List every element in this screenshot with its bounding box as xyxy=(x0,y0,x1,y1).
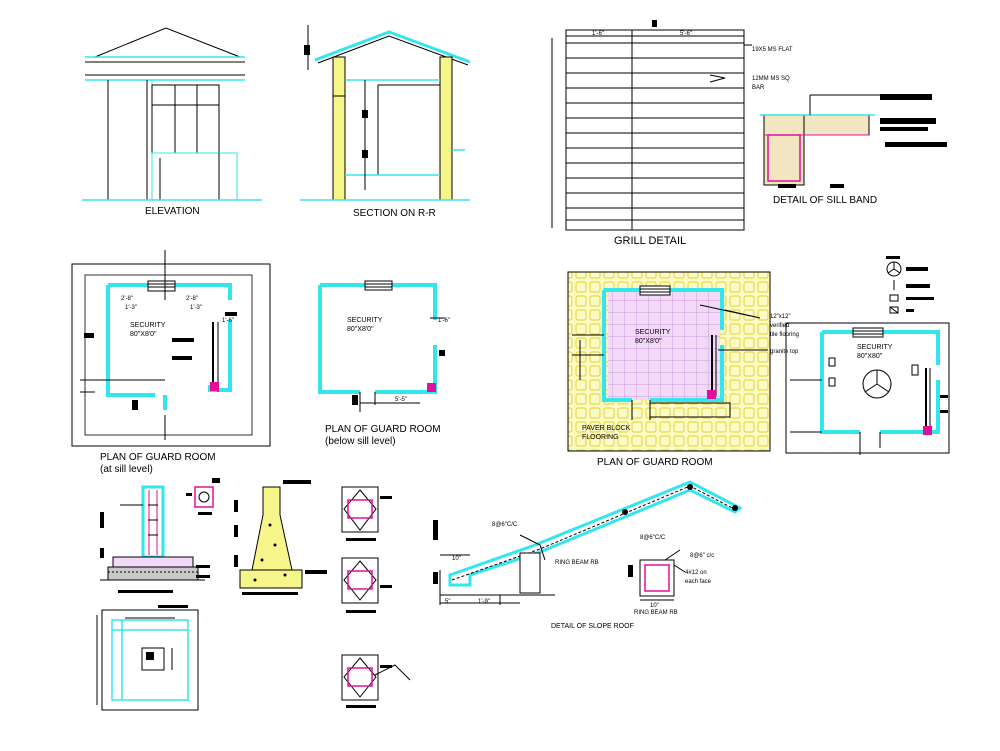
granite-note: granite top xyxy=(770,349,799,355)
tile-note-3: tile flooring xyxy=(770,332,799,338)
plan-floor-room-label: SECURITY xyxy=(635,329,671,336)
paver-note-1: PAVER BLOCK xyxy=(582,425,631,432)
grill-dim-left: 1'-6" xyxy=(592,31,604,37)
roof-bar-d-2: each face xyxy=(685,579,712,585)
slope-roof-title: DETAIL OF SLOPE ROOF xyxy=(551,623,634,630)
tile-note-2: verified xyxy=(770,323,789,329)
plan-below-sill xyxy=(318,280,445,412)
paver-note-2: FLOORING xyxy=(582,434,619,441)
section-title: SECTION ON R-R xyxy=(353,208,436,219)
footing-section xyxy=(100,485,210,593)
plan-floor-room-size: 80"X8'0" xyxy=(635,338,662,345)
plan-below-room-label: SECURITY xyxy=(347,317,383,324)
plan-sill-dim-5: 1'-6" xyxy=(222,318,234,324)
sill-band-detail xyxy=(760,94,947,188)
plan-below-title: PLAN OF GUARD ROOM xyxy=(325,424,441,435)
roof-ring-beam-1: RING BEAM RB xyxy=(555,560,599,566)
plan-sill-room-label: SECURITY xyxy=(130,322,166,329)
grill-flat-note: 19X5 MS FLAT xyxy=(752,47,793,53)
roof-bar-a: 8@6"C/C xyxy=(492,522,518,528)
section-view xyxy=(300,25,471,201)
plan-floor-title: PLAN OF GUARD ROOM xyxy=(597,457,713,468)
slope-roof-detail xyxy=(433,480,743,605)
plan-below-dim-2: 5'-5" xyxy=(395,397,407,403)
wall-footing xyxy=(234,480,327,595)
plan-below-subtitle: (below sill level) xyxy=(325,436,396,447)
plan-sill-dim-4: 1'-3" xyxy=(190,305,202,311)
footing-plan xyxy=(96,605,199,711)
roof-dim-10b: 10" xyxy=(650,603,659,609)
column-section xyxy=(186,478,220,515)
grill-title: GRILL DETAIL xyxy=(614,235,686,247)
plan-fan-room-label: SECURITY xyxy=(857,344,893,351)
grill-top-marker xyxy=(652,20,657,27)
roof-bar-d-1: 4#12 on xyxy=(685,570,707,576)
roof-ring-beam-2: RING BEAM RB xyxy=(634,610,678,616)
grill-dim-right: 5'-6" xyxy=(680,31,692,37)
plan-below-dim-1: 1'-6" xyxy=(438,318,450,324)
plan-fan xyxy=(785,322,950,455)
plan-sill-dim-3: 2'-8" xyxy=(186,296,198,302)
roof-dim-19: 1'-9" xyxy=(478,599,490,605)
plan-fan-room-size: 80"X80" xyxy=(857,353,883,360)
plan-sill-level xyxy=(71,250,271,447)
roof-bar-c: 8@6" c/c xyxy=(690,553,714,559)
grill-bar-note-2: BAR xyxy=(752,85,765,91)
tile-note-1: 12"x12" xyxy=(770,314,791,320)
elevation-title: ELEVATION xyxy=(145,206,200,217)
sill-band-title: DETAIL OF SILL BAND xyxy=(773,195,877,206)
plan-sill-subtitle: (at sill level) xyxy=(100,464,153,475)
beam-sections xyxy=(341,486,411,708)
grill-detail xyxy=(551,29,752,231)
grill-bar-note-1: 12MM MS SQ xyxy=(752,76,790,82)
plan-flooring xyxy=(567,271,771,452)
roof-dim-5: 5" xyxy=(445,599,450,605)
plan-sill-room-size: 80"X8'0" xyxy=(130,331,157,338)
roof-dim-10a: 10" xyxy=(452,556,461,562)
plan-sill-title: PLAN OF GUARD ROOM xyxy=(100,452,216,463)
plan-sill-dim-1: 2'-8" xyxy=(121,296,133,302)
symbol-legend xyxy=(886,256,934,314)
roof-bar-b: 8@6"C/C xyxy=(640,535,666,541)
plan-sill-dim-2: 1'-3" xyxy=(125,305,137,311)
plan-below-room-size: 80"X8'0" xyxy=(347,326,374,333)
elevation-view xyxy=(82,27,262,201)
